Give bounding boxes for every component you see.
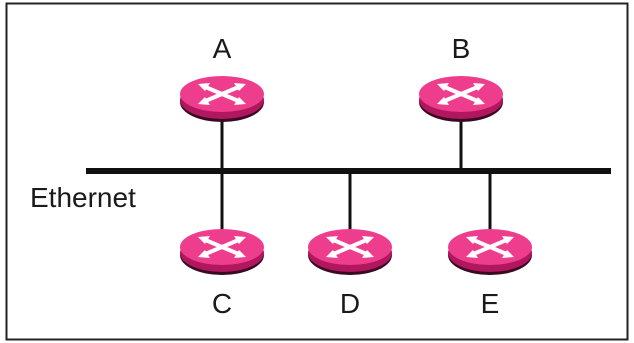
router-b-label: B: [452, 33, 471, 64]
router-d-icon: [306, 227, 394, 277]
router-a-icon: [178, 74, 266, 124]
router-a-label: A: [213, 33, 232, 64]
router-c-label: C: [212, 288, 232, 319]
router-c-icon: [178, 227, 266, 277]
ethernet-label: Ethernet: [30, 182, 136, 213]
router-b-icon: [417, 74, 505, 124]
router-e-label: E: [481, 288, 500, 319]
router-d-label: D: [340, 288, 360, 319]
router-e-icon: [446, 227, 534, 277]
